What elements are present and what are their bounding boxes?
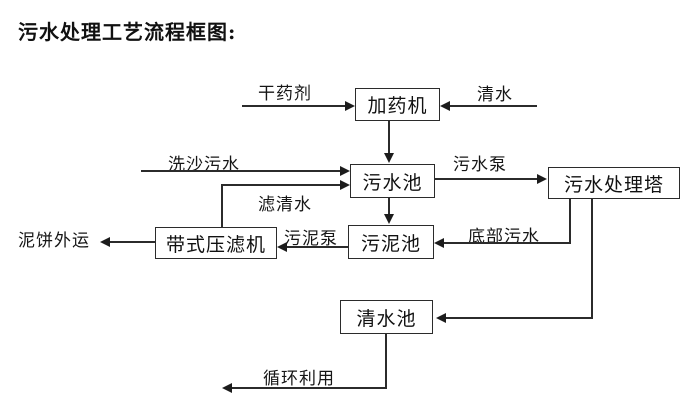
label-filtered-water: 滤清水: [258, 195, 312, 215]
edge-recycle-line: [232, 387, 387, 389]
arrowhead-left-icon: [436, 313, 446, 323]
edge-dry-chemical-line: [242, 105, 346, 107]
edge-sludge-pump-line: [287, 246, 348, 248]
arrowhead-right-icon: [345, 101, 355, 111]
edge-pool-to-sludge-line: [388, 198, 390, 215]
arrowhead-right-icon: [537, 174, 547, 184]
node-sludge-pool: 污泥池: [348, 225, 434, 259]
edge-clear-water-line: [450, 105, 537, 107]
arrowhead-down-icon: [384, 214, 394, 224]
arrowhead-left-icon: [434, 238, 444, 248]
node-clear-water-pool: 清水池: [340, 300, 433, 334]
edge-sand-sewage-line: [141, 170, 340, 172]
arrowhead-down-icon: [384, 153, 394, 163]
arrowhead-right-icon: [340, 180, 350, 190]
node-sewage-pool: 污水池: [350, 164, 435, 198]
edge-sewage-pump-line: [435, 178, 537, 180]
arrowhead-left-icon: [222, 383, 232, 393]
edge-dosing-to-pool-line: [388, 121, 390, 154]
arrowhead-right-icon: [340, 166, 350, 176]
edge-mud-cake-line: [110, 241, 155, 243]
arrowhead-left-icon: [440, 101, 450, 111]
arrowhead-left-icon: [277, 242, 287, 252]
edge-bottom-sewage-line: [444, 242, 571, 244]
label-sludge-pump: 污泥泵: [284, 229, 338, 249]
label-mud-cake-out: 泥饼外运: [18, 231, 90, 251]
node-belt-filter-press: 带式压滤机: [155, 227, 277, 259]
label-recycle-use: 循环利用: [263, 369, 335, 389]
label-sewage-pump: 污水泵: [453, 155, 507, 175]
page-title: 污水处理工艺流程框图:: [18, 20, 237, 44]
label-dry-chemical: 干药剂: [258, 84, 312, 104]
edge-tower-drop1-line: [569, 199, 571, 244]
edge-tower-drop2-line: [591, 199, 593, 319]
edge-to-clear-pool-line: [446, 317, 593, 319]
edge-press-riser-line: [221, 184, 223, 227]
node-treatment-tower: 污水处理塔: [548, 167, 680, 199]
edge-clear-pool-drop-line: [385, 334, 387, 389]
node-dosing-machine: 加药机: [355, 88, 440, 121]
arrowhead-left-icon: [100, 237, 110, 247]
edge-filtered-water-line: [222, 184, 340, 186]
label-clear-water: 清水: [477, 85, 513, 105]
